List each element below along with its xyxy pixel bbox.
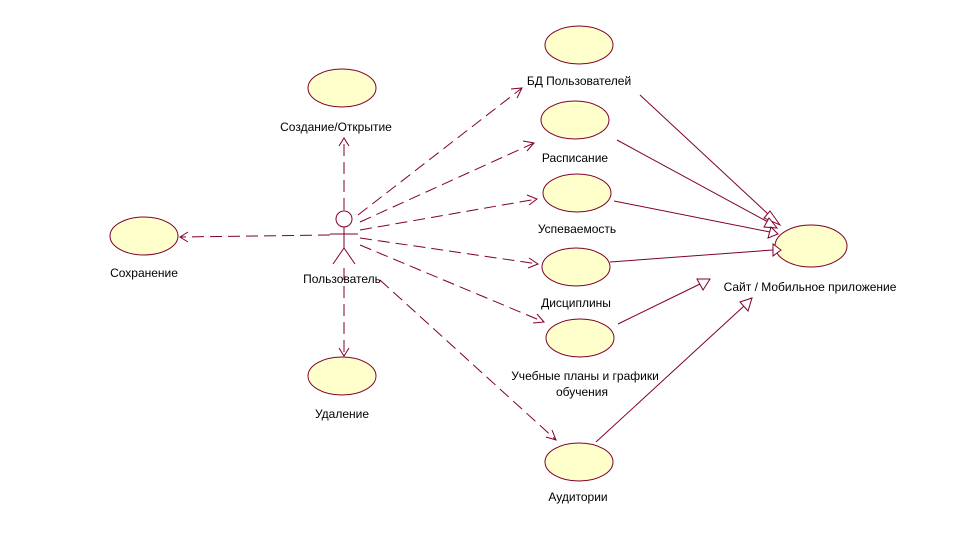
gen-head-performance: [767, 226, 779, 239]
usecase-save: [109, 216, 179, 256]
usecase-plans-label-line2: обучения: [556, 385, 608, 399]
usecase-db-users-label: БД Пользователей: [527, 74, 631, 88]
usecase-disciplines: [541, 247, 611, 287]
dep-to-save: [179, 234, 331, 238]
gen-head-disciplines: [772, 243, 782, 257]
usecase-save-label: Сохранение: [110, 266, 178, 280]
gen-schedule: [616, 139, 769, 223]
usecase-schedule-label: Расписание: [542, 151, 608, 165]
dep-to-db-users: [357, 87, 523, 216]
actor-label: Пользователь: [303, 272, 381, 286]
gen-head-classrooms: [739, 297, 753, 312]
gen-classrooms: [595, 305, 745, 443]
usecase-disciplines-label: Дисциплины: [541, 296, 611, 310]
dep-to-disciplines: [359, 237, 539, 265]
usecase-create-open-label: Создание/Открытие: [280, 120, 392, 134]
usecase-plans-label-line1: Учебные планы и графики: [511, 369, 659, 383]
gen-db-users: [639, 94, 769, 215]
usecase-delete-label: Удаление: [315, 407, 369, 421]
gen-head-plans: [696, 278, 711, 291]
dep-to-classrooms: [379, 279, 557, 441]
usecase-plans: [545, 318, 615, 358]
usecase-db-users: [544, 25, 614, 65]
gen-performance: [613, 200, 771, 233]
actor-user: [330, 210, 358, 265]
gen-disciplines: [609, 249, 774, 263]
dep-to-schedule: [359, 142, 535, 223]
usecase-site-app-label: Сайт / Мобильное приложение: [724, 280, 897, 294]
generalization-arrows: [595, 94, 782, 443]
usecase-site-app: [774, 224, 848, 268]
dep-to-performance: [359, 198, 538, 231]
gen-plans: [617, 283, 701, 325]
usecase-classrooms-label: Аудитории: [548, 490, 607, 504]
usecase-performance-label: Успеваемость: [538, 222, 616, 236]
dependency-arrows: [179, 87, 557, 441]
usecase-create-open: [307, 68, 377, 108]
dep-to-plans: [359, 244, 545, 323]
usecase-schedule: [540, 100, 610, 140]
usecase-performance: [542, 173, 612, 213]
usecase-classrooms: [544, 442, 614, 482]
usecase-delete: [307, 356, 377, 396]
